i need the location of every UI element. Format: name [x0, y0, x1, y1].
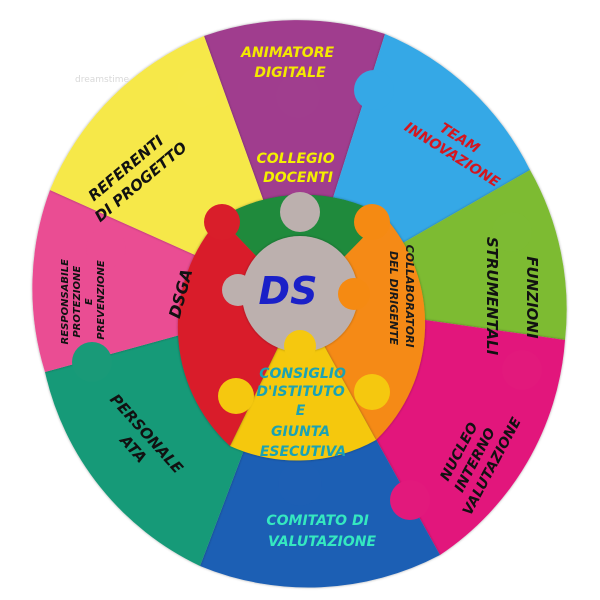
- label-funzioni-strumentali: FUNZIONI STRUMENTALI: [483, 237, 541, 356]
- segment-consiglio-istituto: [230, 302, 376, 461]
- watermark-text: dreamstime: [75, 75, 130, 85]
- tab-outer-2: [178, 68, 218, 108]
- tab-outer-4: [492, 212, 532, 252]
- center-piece: DS: [222, 192, 370, 362]
- center-disc: [242, 236, 358, 352]
- label-collaboratori-dirigente: COLLABORATORI DEL DIRIGENTE: [387, 245, 416, 352]
- label-collegio-docenti: COLLEGIO DOCENTI: [256, 151, 339, 186]
- center-tab-left: [222, 274, 254, 306]
- center-tab-top: [280, 192, 320, 232]
- label-consiglio-istituto: CONSIGLIO D'ISTITUTO E GIUNTA ESECUTIVA: [256, 366, 350, 460]
- label-responsabile-protezione: RESPONSABILE PROTEZIONE E PREVENZIONE: [60, 256, 107, 345]
- segment-animatore-digitale: [204, 20, 385, 302]
- tab-outer-5: [502, 350, 542, 390]
- center-notch-bottom: [284, 330, 316, 362]
- tab-inner-2: [354, 204, 390, 240]
- tab-outer-9: [86, 228, 126, 268]
- center-label: DS: [259, 269, 318, 313]
- tab-outer-6: [390, 480, 430, 520]
- tab-outer-8: [72, 342, 112, 382]
- tab-outer-7: [278, 462, 322, 506]
- tab-inner-1: [204, 204, 240, 240]
- label-comitato-valutazione: COMITATO DI VALUTAZIONE: [266, 513, 376, 550]
- tab-inner-4: [218, 378, 254, 414]
- inner-ring: [177, 194, 426, 461]
- center-notch-right: [338, 278, 370, 310]
- tab-inner-3: [354, 374, 390, 410]
- tab-outer-1: [276, 74, 320, 118]
- label-animatore-digitale: ANIMATORE DIGITALE: [240, 45, 339, 81]
- tab-outer-3: [354, 70, 394, 110]
